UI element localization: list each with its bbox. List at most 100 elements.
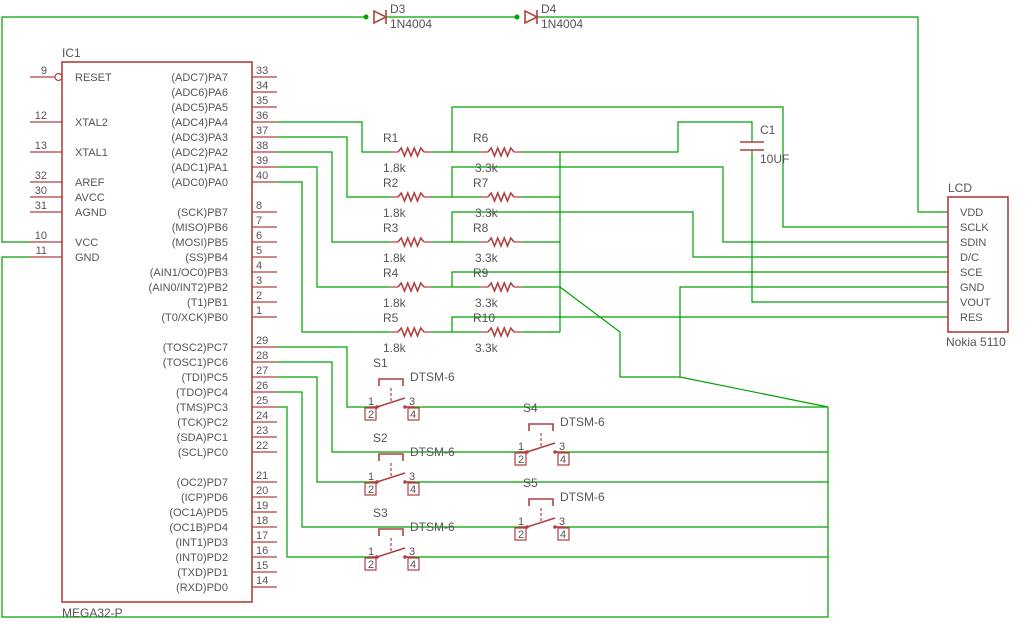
ic-pin-label: (OC1B)PD4 bbox=[169, 522, 228, 534]
ic-pin-label: (TXD)PD1 bbox=[177, 567, 228, 579]
switch-button bbox=[528, 423, 554, 431]
ic-pin-label: (ADC1)PA1 bbox=[171, 162, 228, 174]
ic-pin-label: (SCL)PC0 bbox=[178, 447, 228, 459]
ic-pin-label: (SDA)PC1 bbox=[177, 432, 228, 444]
ic-pin-label: VCC bbox=[75, 237, 98, 249]
ic-pin-number: 12 bbox=[35, 110, 47, 122]
ic-pin-number: 7 bbox=[256, 215, 262, 227]
resistor-value: 3.3k bbox=[475, 251, 499, 265]
switch-pin-number: 2 bbox=[518, 454, 524, 466]
switch-pad bbox=[514, 452, 527, 466]
resistor-zigzag bbox=[487, 280, 515, 294]
ic-pin-number: 32 bbox=[35, 170, 47, 182]
ic-pin-label: (SCK)PB7 bbox=[177, 207, 228, 219]
resistor-zigzag bbox=[487, 235, 515, 249]
switch-contact bbox=[553, 450, 557, 454]
resistor-zigzag bbox=[487, 190, 515, 204]
switch-contact bbox=[553, 525, 557, 529]
ic-pin-number: 24 bbox=[256, 410, 268, 422]
ic-pin-label: (RXD)PD0 bbox=[176, 582, 228, 594]
resistor-name: R5 bbox=[383, 311, 399, 325]
resistor-name: R9 bbox=[473, 266, 489, 280]
switch-pad bbox=[514, 527, 527, 541]
lcd-pin-label: GND bbox=[960, 282, 985, 294]
ic-pin-label: (MOSI)PB5 bbox=[172, 237, 228, 249]
ic-pin-number: 1 bbox=[256, 305, 262, 317]
switch-pin-number: 2 bbox=[368, 484, 374, 496]
switch-pin-number: 3 bbox=[559, 516, 565, 528]
ic-pin-number: 6 bbox=[256, 230, 262, 242]
resistor-zigzag bbox=[397, 145, 425, 159]
ic-pin-number: 9 bbox=[41, 65, 47, 77]
resistor-name: R3 bbox=[383, 221, 399, 235]
switch-button bbox=[378, 528, 404, 536]
wire-gnd-diagonal bbox=[559, 286, 829, 408]
ic-pin-number: 25 bbox=[256, 395, 268, 407]
wire-dc bbox=[451, 211, 948, 258]
ic-pin-label: (OC1A)PD5 bbox=[169, 507, 228, 519]
wire-pc3 bbox=[277, 406, 369, 558]
switch-lever bbox=[526, 517, 556, 528]
resistor-value: 1.8k bbox=[383, 161, 407, 175]
resistor-zigzag bbox=[397, 190, 425, 204]
ic-pin-label: (TCK)PC2 bbox=[177, 417, 228, 429]
wire-vout bbox=[751, 150, 948, 303]
switch-pin-number: 4 bbox=[560, 529, 566, 541]
resistor-value: 3.3k bbox=[475, 206, 499, 220]
wires bbox=[1, 16, 948, 618]
ic-pin-label: XTAL2 bbox=[75, 117, 108, 129]
switch-name: S5 bbox=[523, 476, 538, 490]
ic-pin-number: 8 bbox=[256, 200, 262, 212]
ic-pin-label: (TOSC1)PC6 bbox=[163, 357, 228, 369]
wire-gnd-main bbox=[1, 256, 829, 618]
ic-pin-number: 35 bbox=[256, 95, 268, 107]
switch-pin-number: 1 bbox=[368, 396, 374, 408]
ic-pin-label: RESET bbox=[75, 72, 112, 84]
resistor-value: 1.8k bbox=[383, 341, 407, 355]
diode-name: D4 bbox=[541, 2, 557, 16]
switch-lever bbox=[526, 442, 556, 453]
capacitor-name: C1 bbox=[760, 123, 776, 137]
switch-pin-number: 4 bbox=[560, 454, 566, 466]
diode-symbol bbox=[524, 9, 539, 25]
resistor-zigzag bbox=[397, 280, 425, 294]
ic-pin-number: 2 bbox=[256, 290, 262, 302]
wire-lcd-gnd bbox=[679, 286, 948, 377]
ic-pin-label: (TDO)PC4 bbox=[176, 387, 228, 399]
switch-name: S4 bbox=[523, 401, 538, 415]
wire-pa0 bbox=[277, 181, 390, 333]
ic-pin-label: (ADC2)PA2 bbox=[171, 147, 228, 159]
switch-name: S1 bbox=[373, 356, 388, 370]
ic-pin-label: (ADC6)PA6 bbox=[171, 87, 228, 99]
switch-value: DTSM-6 bbox=[560, 490, 605, 504]
resistor-value: 1.8k bbox=[383, 251, 407, 265]
resistor-zigzag bbox=[487, 325, 515, 339]
ic-pin-label: (ADC4)PA4 bbox=[171, 117, 228, 129]
ic-pin-number: 23 bbox=[256, 425, 268, 437]
labels: IC1MEGA32-P9RESET12XTAL213XTAL132AREF30A… bbox=[35, 2, 1006, 620]
switch-pin-number: 4 bbox=[410, 559, 416, 571]
wire-pa4 bbox=[277, 121, 390, 153]
wire-pc4 bbox=[277, 391, 519, 528]
lcd-pin-label: SDIN bbox=[960, 237, 986, 249]
switch-contact bbox=[375, 555, 379, 559]
wire-pc7 bbox=[277, 346, 369, 408]
switch-contact bbox=[403, 480, 407, 484]
ic-part: MEGA32-P bbox=[62, 606, 123, 620]
ic-pin-label: (ICP)PD6 bbox=[181, 492, 228, 504]
ic-pin-label: (ADC5)PA5 bbox=[171, 102, 228, 114]
switch-pin-number: 3 bbox=[409, 546, 415, 558]
switch-contact bbox=[375, 405, 379, 409]
wire-vcc bbox=[1, 16, 366, 243]
switch-contact bbox=[525, 450, 529, 454]
ic-pin-number: 5 bbox=[256, 245, 262, 257]
ic-pin-label: (T1)PB1 bbox=[187, 297, 228, 309]
resistor-value: 3.3k bbox=[475, 296, 499, 310]
switch-pad bbox=[557, 452, 570, 466]
switch-pad bbox=[407, 557, 420, 571]
ic-pin-label: GND bbox=[75, 252, 100, 264]
ic-pin-label: (TMS)PC3 bbox=[176, 402, 228, 414]
ic-pin-number: 16 bbox=[256, 545, 268, 557]
switch-value: DTSM-6 bbox=[410, 370, 455, 384]
resistor-value: 1.8k bbox=[383, 296, 407, 310]
